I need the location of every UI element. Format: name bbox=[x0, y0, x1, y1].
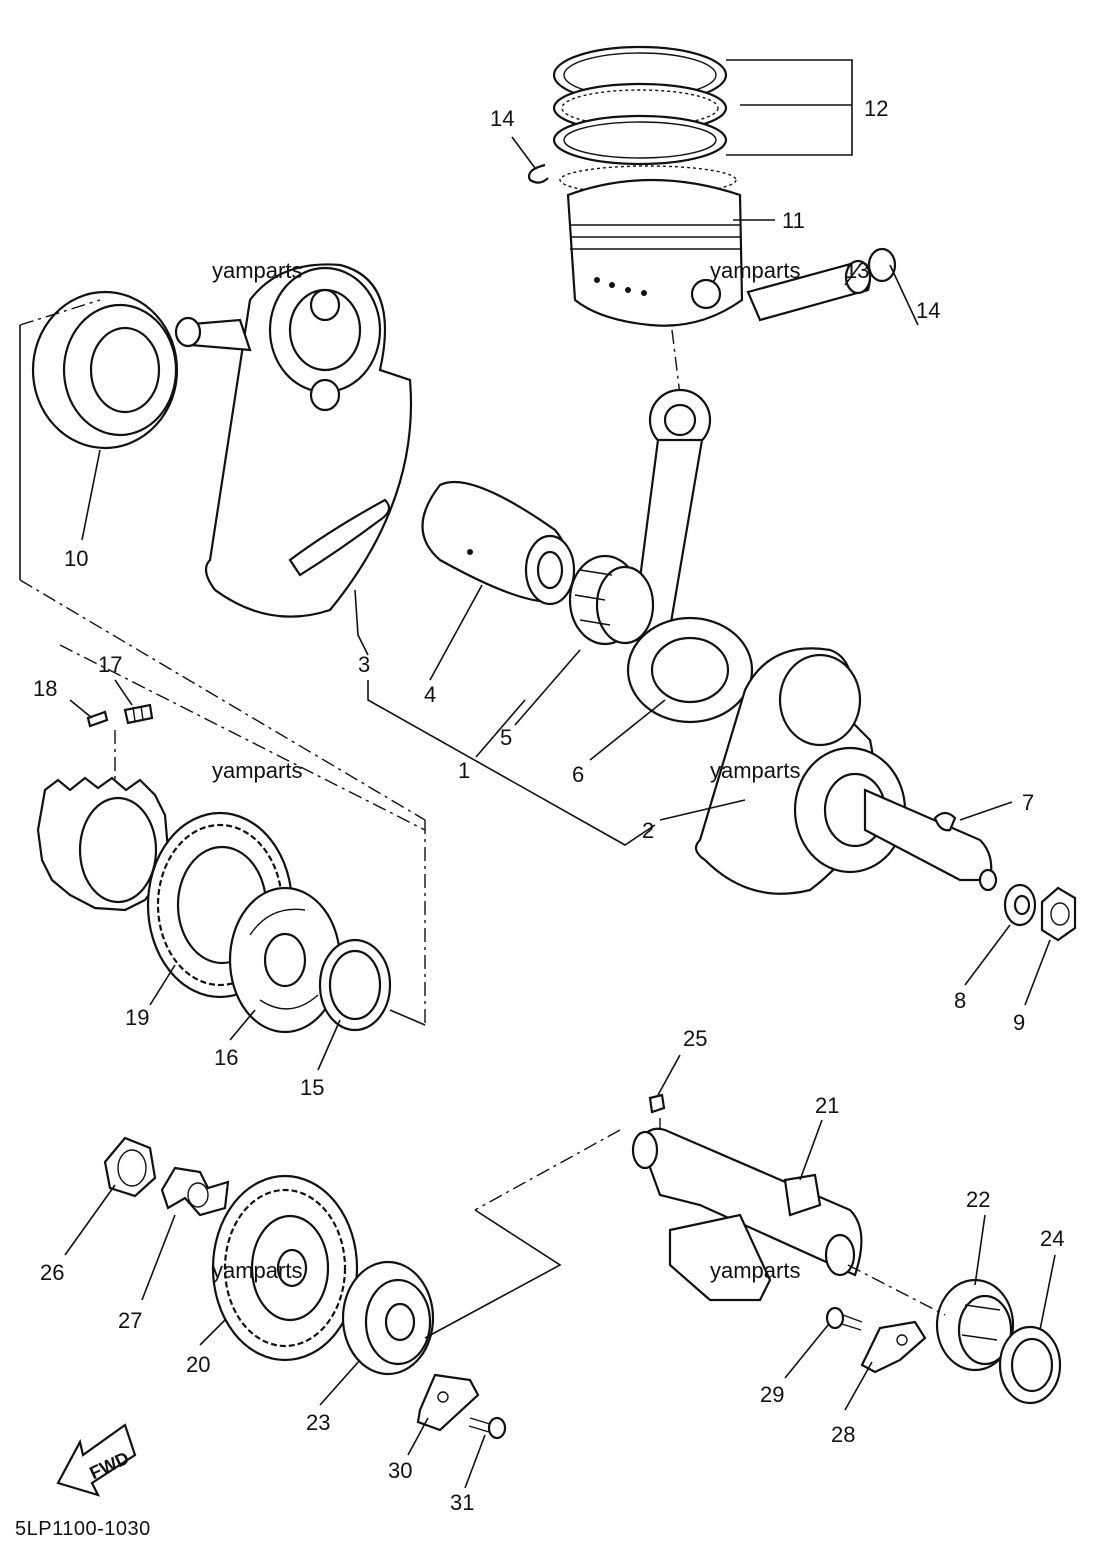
callout-4: 4 bbox=[424, 682, 436, 707]
watermarks: yamparts yamparts yamparts yamparts yamp… bbox=[212, 258, 800, 1283]
crank-pin bbox=[421, 480, 576, 606]
leader-lines bbox=[64, 59, 1056, 1489]
balancer-nut bbox=[103, 1136, 157, 1198]
watermark: yamparts bbox=[710, 258, 800, 283]
balancer-bearing-right bbox=[935, 1278, 1015, 1372]
pin bbox=[86, 710, 109, 728]
oil-seal bbox=[998, 1325, 1062, 1405]
nut bbox=[1040, 886, 1077, 942]
callouts: 1 2 3 4 5 6 7 8 9 10 11 12 13 14 14 15 1… bbox=[33, 96, 1064, 1515]
callout-1: 1 bbox=[458, 758, 470, 783]
callout-7: 7 bbox=[1022, 790, 1034, 815]
callout-9: 9 bbox=[1013, 1010, 1025, 1035]
lock-washer bbox=[160, 1166, 230, 1217]
circlip-right bbox=[867, 247, 897, 283]
callout-11: 11 bbox=[782, 208, 805, 233]
callout-10: 10 bbox=[64, 546, 88, 571]
callout-12: 12 bbox=[864, 96, 888, 121]
callout-31: 31 bbox=[450, 1490, 474, 1515]
callout-13: 13 bbox=[845, 258, 869, 283]
piston-pin bbox=[746, 259, 872, 322]
callout-3: 3 bbox=[358, 652, 370, 677]
screw-right bbox=[825, 1306, 863, 1331]
screw-left bbox=[468, 1416, 507, 1440]
crank-bearing bbox=[31, 290, 179, 450]
piston-rings bbox=[552, 45, 737, 195]
callout-19: 19 bbox=[125, 1005, 149, 1030]
callout-8: 8 bbox=[954, 988, 966, 1013]
assembly-lines bbox=[19, 299, 946, 1339]
connecting-rod bbox=[626, 388, 754, 724]
key bbox=[648, 1093, 666, 1114]
gear-washer bbox=[318, 938, 392, 1032]
balancer-driven-gear bbox=[211, 1174, 359, 1362]
primary-drive-gear bbox=[36, 776, 170, 912]
washer bbox=[1003, 883, 1037, 927]
watermark: yamparts bbox=[212, 1258, 302, 1283]
crank-web-right bbox=[694, 647, 998, 895]
callout-25: 25 bbox=[683, 1026, 707, 1051]
balancer-bearing-left bbox=[341, 1260, 435, 1376]
watermark: yamparts bbox=[710, 1258, 800, 1283]
gear-plate bbox=[228, 886, 342, 1034]
crank-web-left bbox=[174, 263, 413, 618]
watermark: yamparts bbox=[212, 758, 302, 783]
callout-5: 5 bbox=[500, 725, 512, 750]
callout-15: 15 bbox=[300, 1075, 324, 1100]
woodruff-key bbox=[933, 811, 957, 832]
bearing-retainer-left bbox=[416, 1373, 480, 1432]
spring bbox=[123, 703, 154, 725]
watermark: yamparts bbox=[212, 258, 302, 283]
diagram-code: 5LP1100-1030 bbox=[15, 1518, 151, 1540]
callout-27: 27 bbox=[118, 1308, 142, 1333]
fwd-arrow-icon: FWD bbox=[56, 1423, 137, 1497]
callout-23: 23 bbox=[306, 1410, 330, 1435]
callout-14: 14 bbox=[490, 106, 514, 131]
callout-30: 30 bbox=[388, 1458, 412, 1483]
needle-bearing bbox=[568, 554, 655, 646]
callout-21: 21 bbox=[815, 1093, 839, 1118]
callout-24: 24 bbox=[1040, 1226, 1064, 1251]
callout-26: 26 bbox=[40, 1260, 64, 1285]
watermark: yamparts bbox=[710, 758, 800, 783]
callout-17: 17 bbox=[98, 652, 122, 677]
bearing-retainer-right bbox=[860, 1320, 927, 1374]
circlip-left bbox=[527, 163, 549, 184]
callout-6: 6 bbox=[572, 762, 584, 787]
callout-28: 28 bbox=[831, 1422, 855, 1447]
callout-29: 29 bbox=[760, 1382, 784, 1407]
callout-14b: 14 bbox=[916, 298, 940, 323]
callout-20: 20 bbox=[186, 1352, 210, 1377]
callout-22: 22 bbox=[966, 1187, 990, 1212]
callout-18: 18 bbox=[33, 676, 57, 701]
piston bbox=[566, 178, 744, 327]
callout-16: 16 bbox=[214, 1045, 238, 1070]
balancer-shaft bbox=[631, 1127, 863, 1302]
callout-2: 2 bbox=[642, 818, 654, 843]
